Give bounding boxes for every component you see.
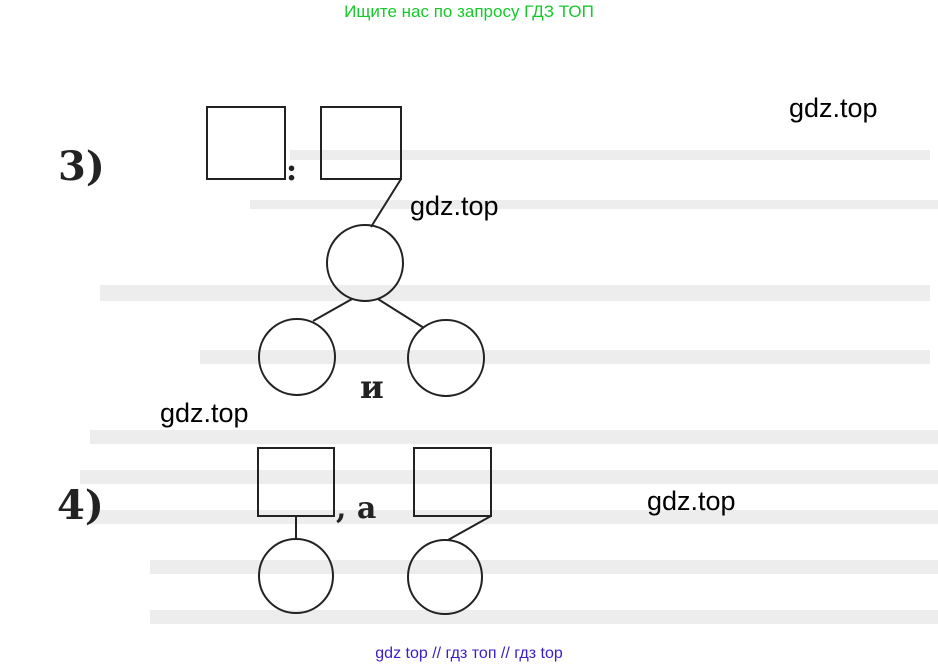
task-4-comma-a: , а [336, 491, 376, 526]
watermark-top-right: gdz.top [789, 93, 878, 123]
watermark-right: gdz.top [647, 486, 736, 516]
watermark-center: gdz.top [410, 191, 499, 221]
task-3-circle-bottom-left [258, 318, 336, 396]
task-3-box-right [320, 106, 402, 180]
footer-banner: gdz top // гдз топ // гдз top [375, 645, 563, 662]
task-3-circle-bottom-right [407, 319, 485, 397]
background-faded-text [80, 150, 938, 624]
task-4-circle-left [258, 538, 334, 614]
task-3-circle-top [326, 224, 404, 302]
task-3-number: 3) [58, 143, 105, 190]
task-3-conjunction: и [360, 368, 384, 406]
task-4-number: 4) [57, 482, 104, 529]
header-banner: Ищите нас по запросу ГДЗ ТОП [344, 2, 594, 21]
task-4-connector-right [447, 515, 492, 541]
task-3-connector-box-to-circle [370, 178, 402, 228]
task-4-box-right [413, 447, 492, 517]
watermark-left: gdz.top [160, 398, 249, 428]
task-3-connector-right-branch [377, 298, 425, 329]
task-3-colon: : [286, 153, 297, 188]
task-3-box-left [206, 106, 286, 180]
task-3-connector-left-branch [312, 298, 353, 322]
task-4-circle-right [407, 539, 483, 615]
